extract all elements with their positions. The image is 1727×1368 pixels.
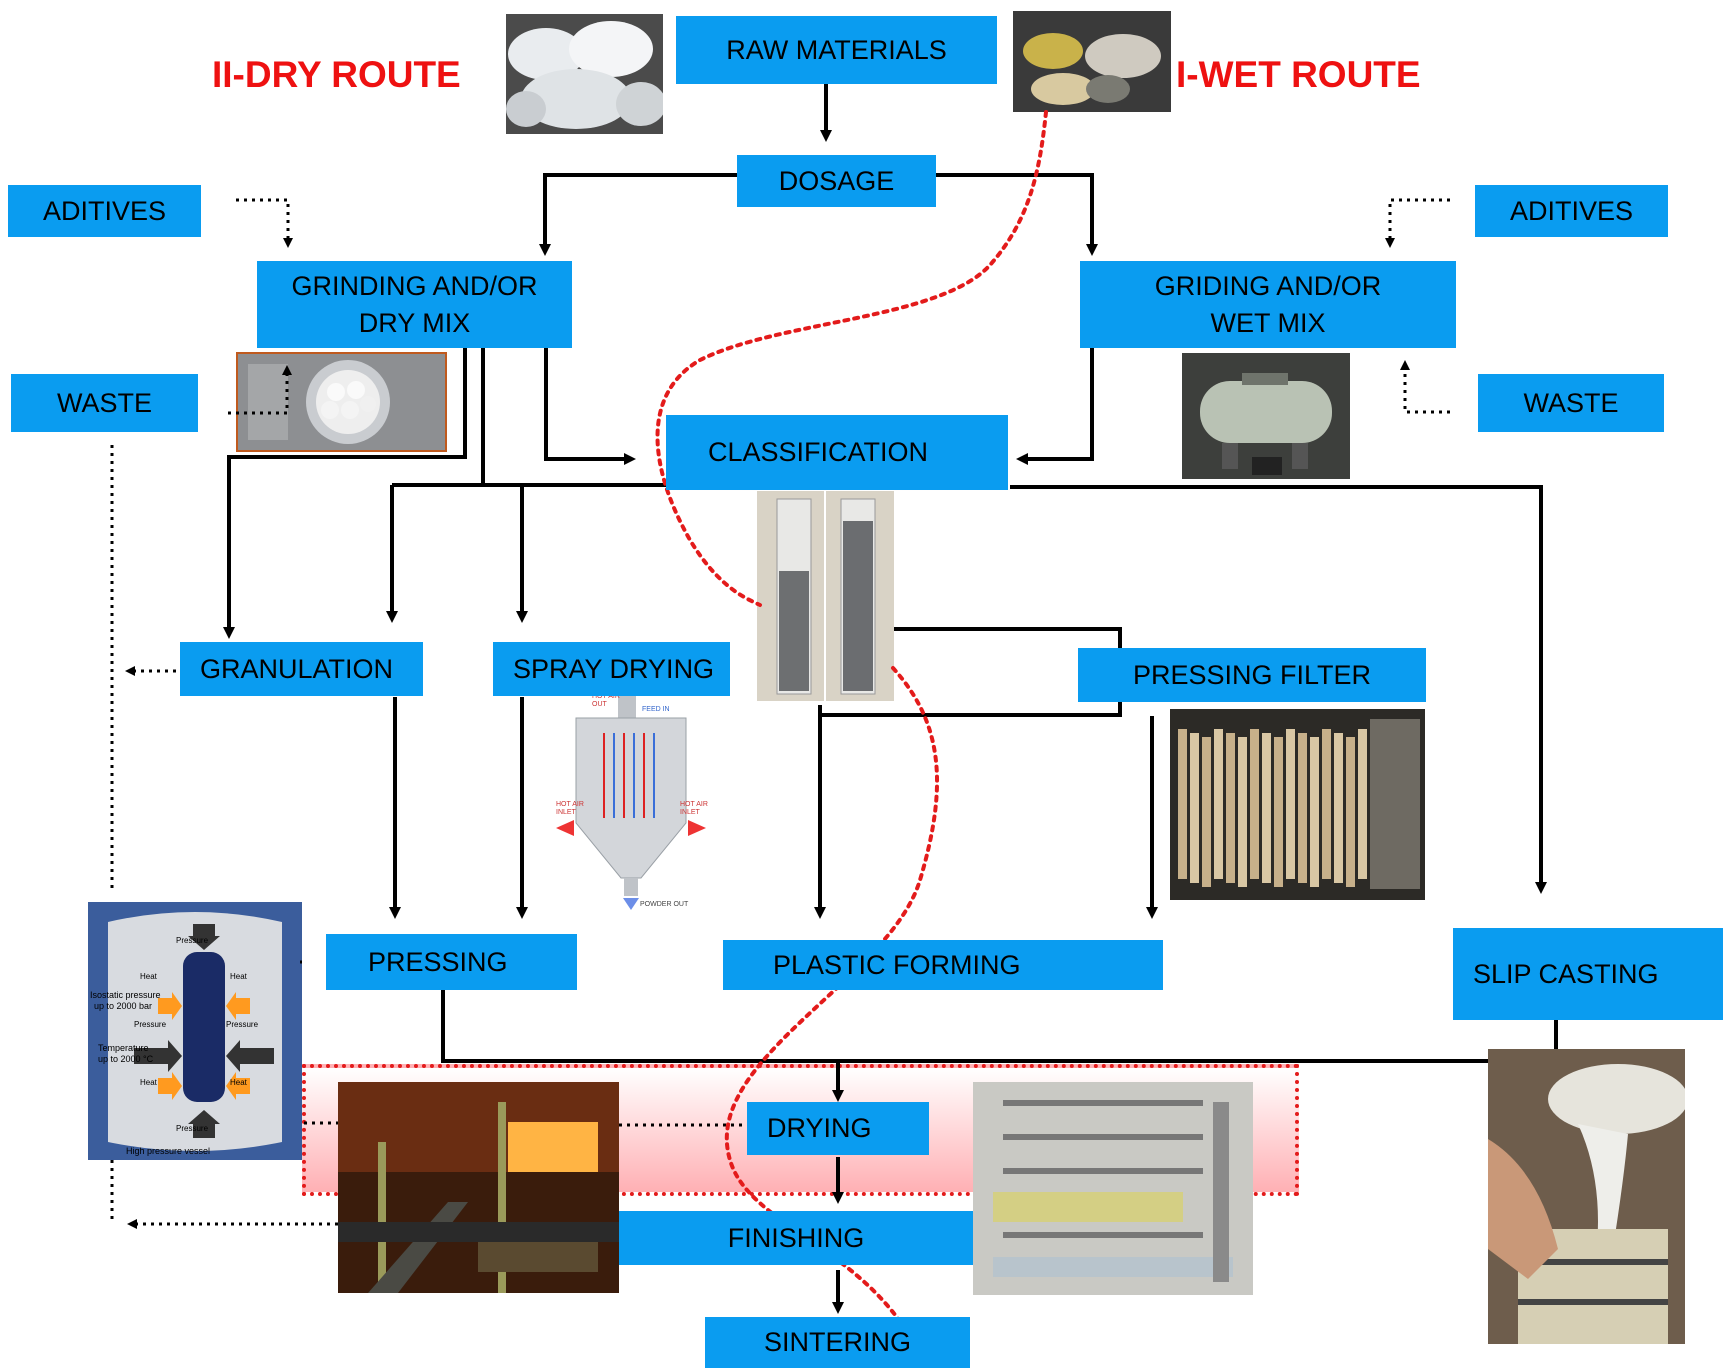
grinding-wet-line1: GRIDING AND/OR <box>1155 268 1382 305</box>
wet-route-title: I-WET ROUTE <box>1176 54 1421 96</box>
waste-right-box: WASTE <box>1478 374 1664 432</box>
pressing-box: PRESSING <box>326 934 577 990</box>
grinding-dry-mix-box: GRINDING AND/OR DRY MIX <box>257 261 572 348</box>
granulation-box: GRANULATION <box>180 642 423 696</box>
grinding-wet-mix-box: GRIDING AND/OR WET MIX <box>1080 261 1456 348</box>
plastic-forming-box: PLASTIC FORMING <box>723 940 1163 990</box>
grinding-wet-line2: WET MIX <box>1210 305 1325 342</box>
classification-box: CLASSIFICATION <box>666 415 1008 490</box>
dry-route-title: II-DRY ROUTE <box>212 54 461 96</box>
waste-left-box: WASTE <box>11 374 198 432</box>
dosage-box: DOSAGE <box>737 155 936 207</box>
grinding-dry-line1: GRINDING AND/OR <box>291 268 537 305</box>
additives-left-box: ADITIVES <box>8 185 201 237</box>
raw-materials-box: RAW MATERIALS <box>676 16 997 84</box>
drying-box: DRYING <box>747 1102 929 1155</box>
grinding-dry-line2: DRY MIX <box>359 305 471 342</box>
sintering-box: SINTERING <box>705 1317 970 1368</box>
spray-drying-box: SPRAY DRYING <box>493 642 730 696</box>
slip-casting-box: SLIP CASTING <box>1453 928 1723 1020</box>
finishing-box: FINISHING <box>619 1211 973 1265</box>
pressing-filter-box: PRESSING FILTER <box>1078 648 1426 702</box>
additives-right-box: ADITIVES <box>1475 185 1668 237</box>
